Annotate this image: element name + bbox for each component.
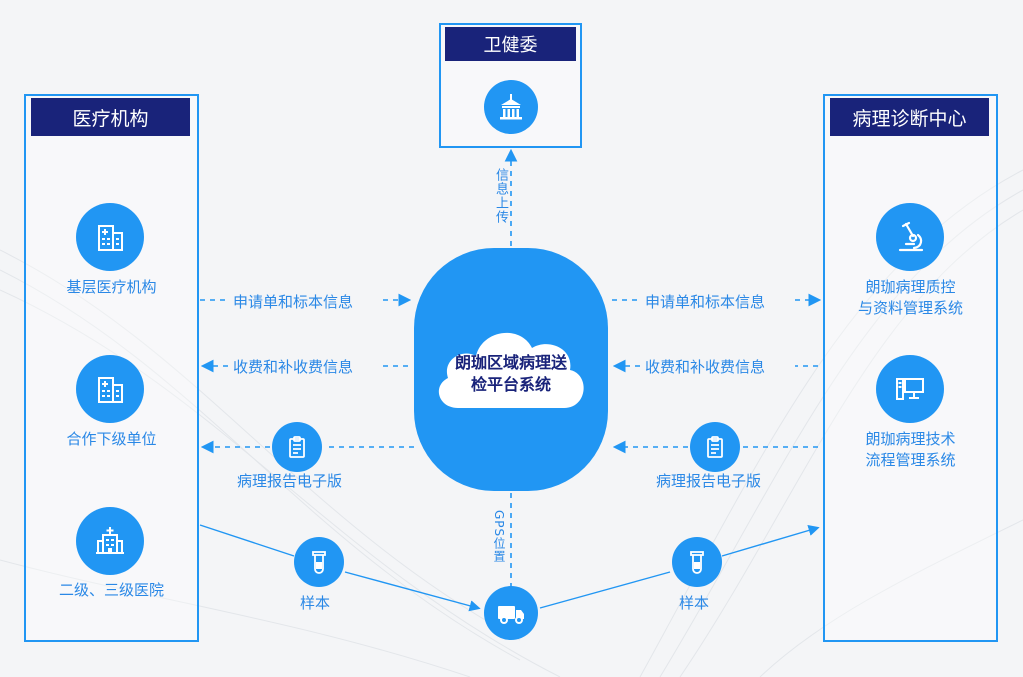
right-node-label-2-line-1: 朗珈病理技术 bbox=[865, 430, 956, 448]
center-title-line-1: 朗珈区域病理送 bbox=[454, 353, 567, 372]
right-node-label-1: 朗珈病理质控 与资料管理系统 bbox=[823, 277, 998, 319]
left-request-label: 申请单和标本信息 bbox=[233, 293, 354, 311]
right-sample-label: 样本 bbox=[679, 594, 710, 612]
sample-tube-icon bbox=[672, 537, 722, 587]
sample-tube-icon bbox=[294, 537, 344, 587]
right-node-label-2: 朗珈病理技术 流程管理系统 bbox=[823, 429, 998, 471]
right-node-label-1-line-1: 朗珈病理质控 bbox=[865, 278, 956, 296]
center-title: 朗珈区域病理送 检平台系统 bbox=[414, 352, 608, 396]
hospital-icon bbox=[76, 507, 144, 575]
upload-label: 信息上传 bbox=[493, 168, 508, 224]
right-report-label: 病理报告电子版 bbox=[656, 472, 762, 490]
left-node-label-2: 合作下级单位 bbox=[66, 430, 157, 448]
right-node-label-1-line-2: 与资料管理系统 bbox=[857, 299, 963, 317]
report-document-icon bbox=[690, 422, 740, 472]
computer-icon bbox=[876, 355, 944, 423]
report-document-icon bbox=[272, 422, 322, 472]
left-sample-label: 样本 bbox=[300, 594, 331, 612]
gps-label: GPS位置 bbox=[492, 510, 506, 564]
right-fee-label: 收费和补收费信息 bbox=[645, 358, 766, 376]
government-building-icon bbox=[484, 80, 538, 134]
right-request-label: 申请单和标本信息 bbox=[645, 293, 766, 311]
left-node-label-3: 二级、三级医院 bbox=[58, 581, 164, 599]
center-title-line-2: 检平台系统 bbox=[470, 375, 551, 394]
center-platform: 朗珈区域病理送 检平台系统 bbox=[414, 248, 608, 491]
cloud-icon bbox=[438, 332, 584, 408]
truck-icon bbox=[484, 586, 538, 640]
right-node-label-2-line-2: 流程管理系统 bbox=[865, 451, 956, 469]
left-fee-label: 收费和补收费信息 bbox=[233, 358, 354, 376]
left-node-label-1: 基层医疗机构 bbox=[66, 278, 157, 296]
top-box-title: 卫健委 bbox=[445, 27, 576, 61]
right-panel-title: 病理诊断中心 bbox=[830, 98, 989, 136]
left-report-label: 病理报告电子版 bbox=[237, 472, 343, 490]
left-panel-title: 医疗机构 bbox=[31, 98, 190, 136]
clinic-building-icon bbox=[76, 203, 144, 271]
clinic-building-icon bbox=[76, 355, 144, 423]
microscope-icon bbox=[876, 203, 944, 271]
